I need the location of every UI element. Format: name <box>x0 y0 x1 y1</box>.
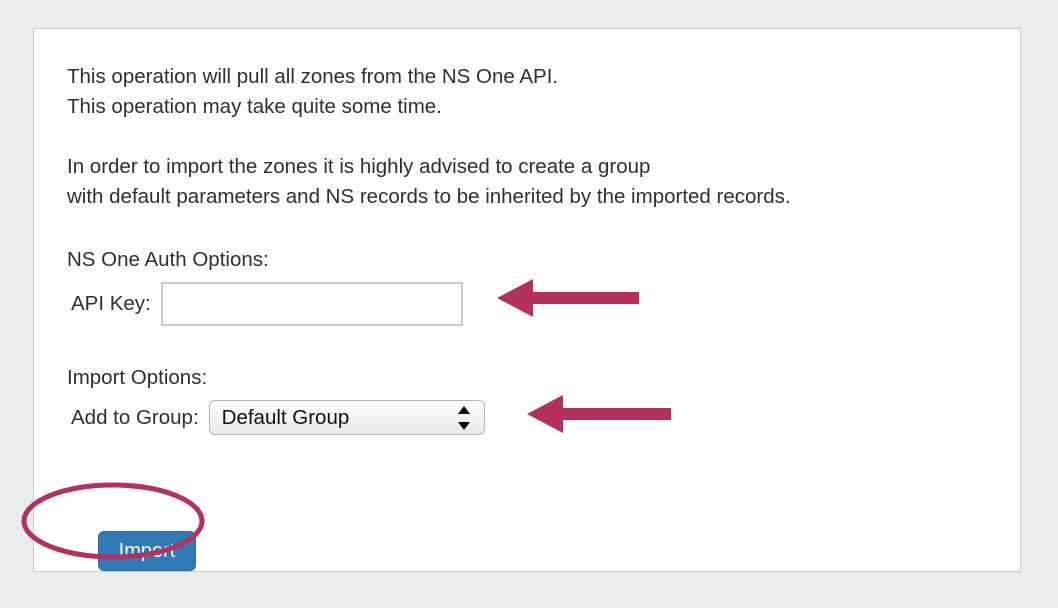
description-line-4: with default parameters and NS records t… <box>67 185 791 208</box>
import-options-section: Import Options: Add to Group: Default Gr… <box>67 364 1000 435</box>
add-to-group-row: Add to Group: Default Group <box>67 400 1000 435</box>
auth-options-heading: NS One Auth Options: <box>67 248 269 271</box>
operation-description-advice: In order to import the zones it is highl… <box>67 152 1000 212</box>
description-line-1: This operation will pull all zones from … <box>67 65 559 88</box>
description-line-3: In order to import the zones it is highl… <box>67 155 651 178</box>
add-to-group-select[interactable]: Default Group <box>208 400 485 435</box>
description-line-2: This operation may take quite some time. <box>67 95 442 118</box>
add-to-group-label: Add to Group: <box>71 405 199 429</box>
panel-content: This operation will pull all zones from … <box>67 62 1000 435</box>
import-options-heading: Import Options: <box>67 366 208 389</box>
auth-options-section: NS One Auth Options: API Key: <box>67 246 1000 326</box>
group-select-wrapper: Default Group <box>208 400 485 435</box>
import-button[interactable]: Import <box>98 531 196 571</box>
import-panel: This operation will pull all zones from … <box>33 28 1021 572</box>
api-key-input[interactable] <box>160 282 463 326</box>
api-key-row: API Key: <box>67 282 1000 326</box>
operation-description-primary: This operation will pull all zones from … <box>67 62 1000 122</box>
api-key-label: API Key: <box>71 292 151 315</box>
